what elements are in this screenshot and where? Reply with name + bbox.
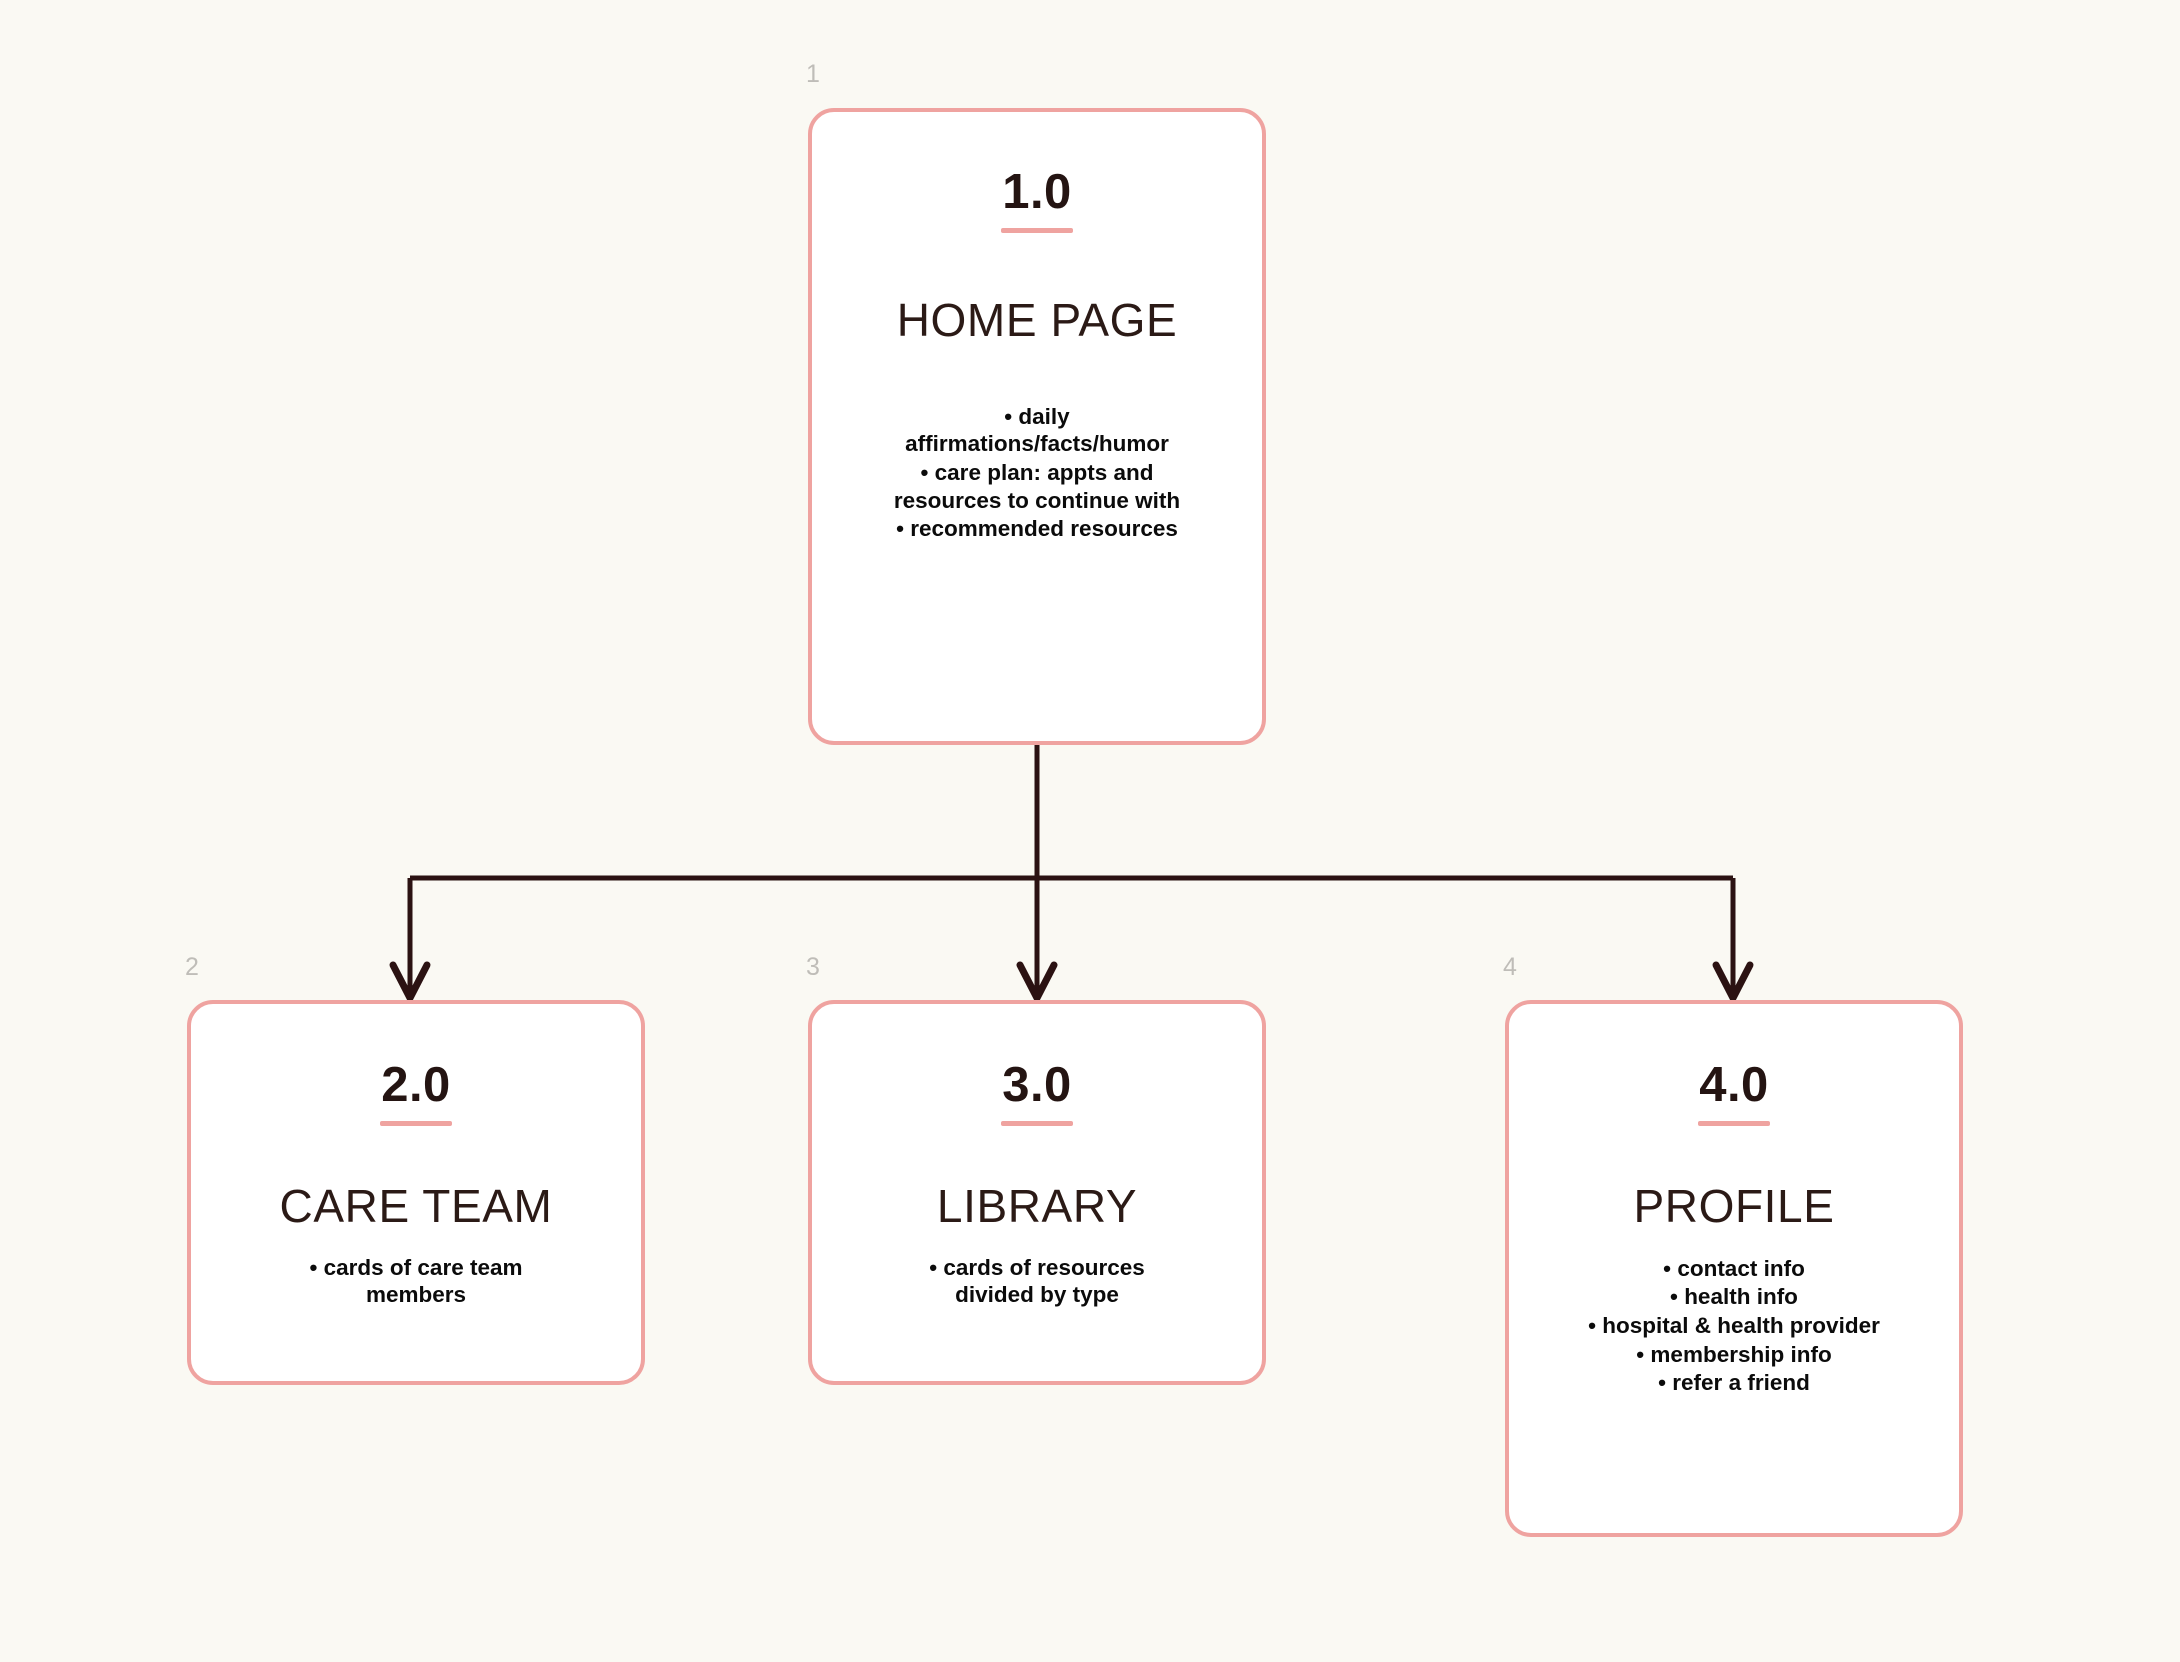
node-bullet-list: cards of resources divided by type bbox=[892, 1254, 1182, 1310]
node-card-care-team[interactable]: 2.0 CARE TEAM cards of care team members bbox=[187, 1000, 645, 1385]
list-item: recommended resources bbox=[892, 515, 1182, 543]
list-item: health info bbox=[1584, 1283, 1884, 1311]
node-number: 2.0 bbox=[381, 1058, 451, 1112]
node-bullet-list: contact info health info hospital & heal… bbox=[1584, 1255, 1884, 1398]
node-number: 4.0 bbox=[1699, 1058, 1769, 1112]
node-title: CARE TEAM bbox=[279, 1179, 553, 1232]
node-index-2: 2 bbox=[185, 953, 200, 981]
list-item: care plan: appts and resources to contin… bbox=[892, 459, 1182, 514]
node-title: LIBRARY bbox=[936, 1179, 1138, 1232]
list-item: contact info bbox=[1584, 1255, 1884, 1283]
node-bullet-list: daily affirmations/facts/humor care plan… bbox=[892, 403, 1182, 544]
node-index-3: 3 bbox=[806, 953, 821, 981]
number-underline bbox=[380, 1120, 452, 1126]
node-bullet-list: cards of care team members bbox=[271, 1254, 561, 1310]
list-item: cards of care team members bbox=[271, 1254, 561, 1309]
node-index-4: 4 bbox=[1503, 953, 1518, 981]
list-item: refer a friend bbox=[1584, 1369, 1884, 1397]
number-underline bbox=[1001, 227, 1073, 233]
number-underline bbox=[1698, 1120, 1770, 1126]
node-title: PROFILE bbox=[1633, 1179, 1835, 1232]
number-underline bbox=[1001, 1120, 1073, 1126]
list-item: membership info bbox=[1584, 1341, 1884, 1369]
node-card-library[interactable]: 3.0 LIBRARY cards of resources divided b… bbox=[808, 1000, 1266, 1385]
node-number: 3.0 bbox=[1002, 1058, 1072, 1112]
node-title: HOME PAGE bbox=[896, 293, 1178, 346]
list-item: daily affirmations/facts/humor bbox=[892, 403, 1182, 458]
list-item: cards of resources divided by type bbox=[892, 1254, 1182, 1309]
node-number: 1.0 bbox=[1002, 165, 1072, 219]
node-index-1: 1 bbox=[806, 60, 821, 88]
node-card-home-page[interactable]: 1.0 HOME PAGE daily affirmations/facts/h… bbox=[808, 108, 1266, 745]
list-item: hospital & health provider bbox=[1584, 1312, 1884, 1340]
node-card-profile[interactable]: 4.0 PROFILE contact info health info hos… bbox=[1505, 1000, 1963, 1537]
